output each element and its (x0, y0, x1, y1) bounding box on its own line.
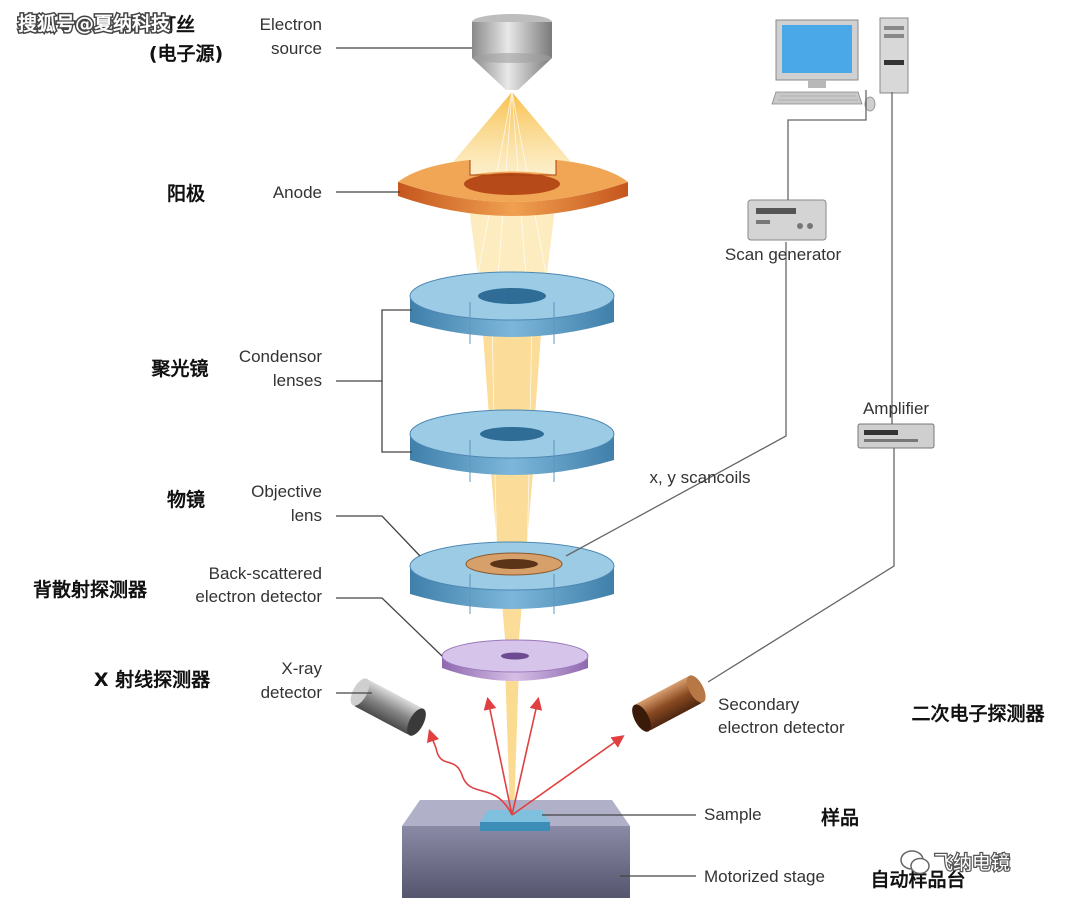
label-xray-line1: X-ray (281, 659, 322, 678)
label-zh-filament-line1: 灯丝 (157, 13, 195, 36)
label-sample: Sample (704, 805, 762, 824)
secondary-electron-detector (632, 675, 706, 732)
label-secondary-line1: Secondary (718, 695, 800, 714)
scan-generator-icon (747, 199, 827, 241)
label-condensor-line1: Condensor (239, 347, 323, 366)
objective-lens (409, 541, 615, 614)
electron-gun-icon (472, 14, 552, 90)
label-zh-filament-line2: (电子源) (149, 42, 223, 65)
connection-wires (565, 90, 895, 683)
label-zh-secondary: 二次电子探测器 (911, 702, 1045, 725)
label-scan-generator: Scan generator (725, 245, 842, 264)
xray-detector (350, 678, 426, 736)
sample (480, 810, 550, 831)
emission-arrows (426, 696, 625, 816)
label-electron-source-line1: Electron (260, 15, 322, 34)
amplifier-icon (857, 423, 935, 449)
label-anode: Anode (273, 183, 322, 202)
label-zh-condensor: 聚光镜 (150, 357, 208, 380)
label-electron-source-line2: source (271, 39, 322, 58)
watermark-bottom-right: 飞纳电镜 (934, 852, 1010, 874)
label-zh-stage: 自动样品台 (870, 868, 965, 891)
label-objective-line2: lens (291, 506, 322, 525)
watermark-top-left: 搜狐号@夏纳科技 (18, 12, 171, 35)
label-objective-line1: Objective (251, 482, 322, 501)
label-zh-sample: 样品 (821, 806, 859, 829)
motorized-stage (402, 800, 630, 898)
label-zh-backscatter: 背散射探测器 (33, 578, 148, 601)
backscatter-detector (441, 639, 589, 681)
label-zh-anode: 阳极 (167, 182, 206, 205)
label-zh-objective: 物镜 (167, 488, 205, 511)
label-xray-line2: detector (261, 683, 323, 702)
label-secondary-line2: electron detector (718, 718, 845, 737)
computer-icon (771, 17, 909, 112)
label-backscatter-line1: Back-scattered (209, 564, 322, 583)
label-amplifier: Amplifier (863, 399, 929, 418)
label-stage: Motorized stage (704, 867, 825, 886)
label-scancoils: x, y scancoils (649, 468, 750, 487)
condensor-lens-upper (409, 271, 615, 344)
label-condensor-line2: lenses (273, 371, 322, 390)
wechat-icon (900, 850, 930, 875)
condensor-lens-lower (409, 409, 615, 482)
leader-lines (336, 47, 696, 877)
label-zh-xray: X 射线探测器 (94, 668, 211, 691)
label-backscatter-line2: electron detector (195, 587, 322, 606)
anode-ring (398, 160, 628, 216)
